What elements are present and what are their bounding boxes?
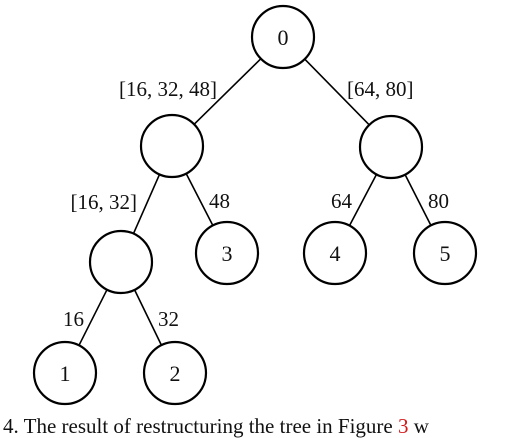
node-label-leaf5: 5 [440,241,451,266]
node-circle-leaf1 [32,340,98,406]
node-circle-root [250,4,316,70]
edge-label-right-to-leaf4: 64 [331,189,353,213]
node-leaf5: 5 [412,220,478,286]
node-circle-leaf2 [142,340,208,406]
node-circle-leaf3 [194,220,260,286]
node-left-left [88,229,154,295]
node-label-leaf1: 1 [60,361,71,386]
node-label-leaf3: 3 [222,241,233,266]
node-label-leaf4: 4 [330,241,341,266]
tree-edges [78,58,432,346]
edge-left-left-to-leaf1 [78,289,108,346]
edge-label-left-to-leaf3: 48 [209,189,230,213]
node-root: 0 [250,4,316,70]
node-right [358,114,424,180]
edge-root-to-left [193,58,262,125]
node-circle-left [139,113,205,179]
tree-edge-labels: [16, 32, 48] [64, 80] [16, 32] 48 64 80 16 32 [63,77,449,331]
node-label-leaf2: 2 [170,361,181,386]
edge-left-to-left-left [132,174,161,234]
node-label-root: 0 [278,25,289,50]
figure-reference-link[interactable]: 3 [398,414,409,438]
node-leaf2: 2 [142,340,208,406]
edge-label-left-to-left-left: [16, 32] [71,190,138,214]
edge-root-to-right [304,58,370,126]
edge-label-left-left-to-leaf2: 32 [158,307,179,331]
node-leaf3: 3 [194,220,260,286]
edge-left-left-to-leaf2 [133,289,163,346]
node-leaf1: 1 [32,340,98,406]
caption-text-tail: w [409,414,430,438]
node-circle-leaf4 [302,220,368,286]
edge-left-to-leaf3 [185,173,214,226]
edge-label-left-left-to-leaf1: 16 [63,307,84,331]
edge-label-root-to-right: [64, 80] [347,77,414,101]
node-circle-left-left [88,229,154,295]
edge-label-right-to-leaf5: 80 [428,189,449,213]
node-left [139,113,205,179]
node-leaf4: 4 [302,220,368,286]
edge-right-to-leaf4 [348,174,378,226]
edge-right-to-leaf5 [404,174,432,226]
node-circle-leaf5 [412,220,478,286]
caption-text: 4. The result of restructuring the tree … [3,414,398,438]
figure-caption: 4. The result of restructuring the tree … [3,414,430,438]
node-circle-right [358,114,424,180]
tree-nodes: 0 3 4 5 1 2 [32,4,478,406]
edge-label-root-to-left: [16, 32, 48] [119,77,217,101]
